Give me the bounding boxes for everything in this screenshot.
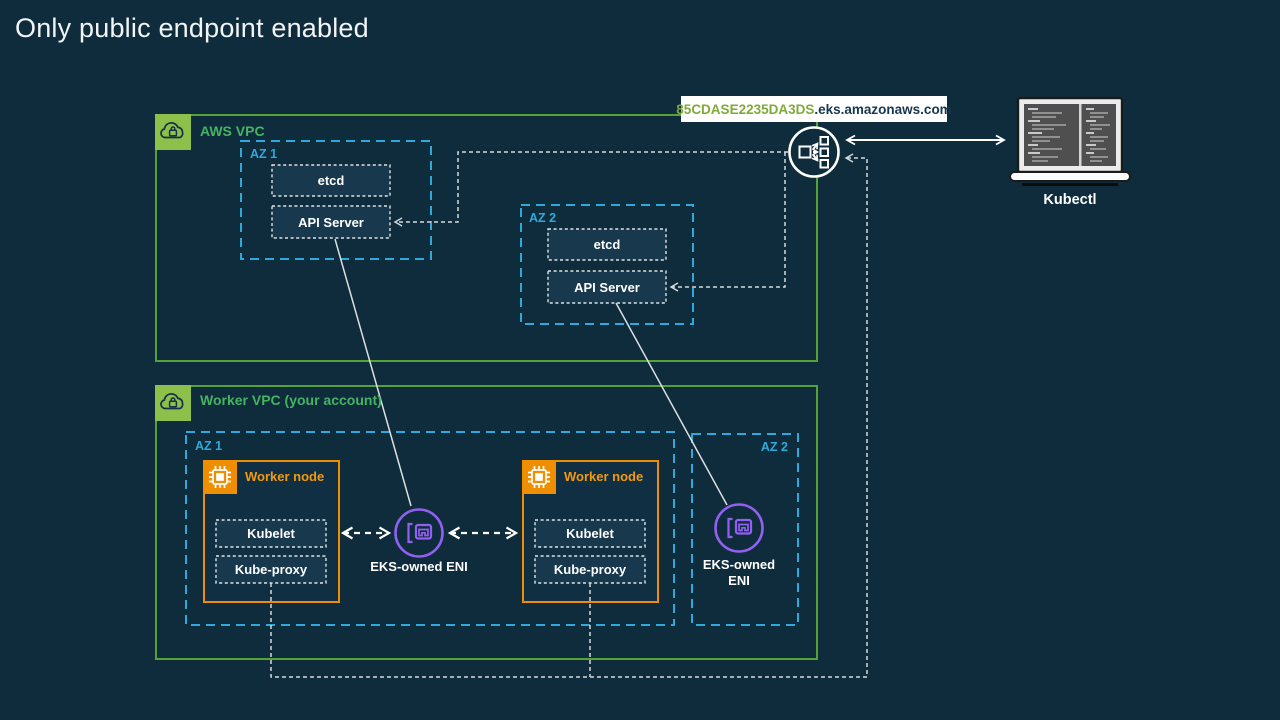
api-server-label: API Server: [298, 214, 364, 230]
control-az1-label: AZ 1: [250, 147, 278, 161]
cloud-lock-glyph: [160, 122, 184, 139]
chip-glyph: [528, 466, 550, 488]
etcd-label: etcd: [593, 237, 621, 252]
etcd-label: etcd: [317, 173, 345, 188]
vpc-cloud-lock-icon: [155, 114, 191, 150]
control-az2-label: AZ 2: [529, 211, 557, 225]
eks-owned-eni-icon: [714, 503, 764, 553]
eks-owned-eni-label: EKS-owned ENI: [702, 557, 776, 588]
vpc-cloud-lock-icon: [155, 385, 191, 421]
aws-vpc-label: AWS VPC: [200, 123, 265, 139]
public-endpoint-icon: [788, 126, 840, 178]
ec2-chip-icon: [522, 460, 556, 494]
worker-node-label: Worker node: [245, 469, 325, 484]
eks-owned-eni-icon: [394, 508, 444, 558]
kubelet-label: Kubelet: [247, 526, 295, 541]
laptop-code-lines: [1028, 108, 1110, 162]
worker-az1-label: AZ 1: [195, 439, 223, 453]
kubectl-label: Kubectl: [1043, 192, 1097, 208]
laptop-icon: [1009, 96, 1131, 186]
kubelet-label: Kubelet: [566, 526, 614, 541]
kube-proxy-label: Kube-proxy: [234, 562, 308, 577]
cloud-lock-glyph: [160, 393, 184, 410]
endpoint-url-highlight: 85CDASE2235DA3DS: [676, 101, 815, 117]
ec2-chip-icon: [203, 460, 237, 494]
endpoint-url-badge: 85CDASE2235DA3DS.eks.amazonaws.com: [676, 96, 952, 122]
endpoint-url-suffix: .eks.amazonaws.com: [814, 101, 952, 117]
page-title: Only public endpoint enabled: [15, 13, 369, 43]
api-server-label: API Server: [574, 279, 640, 295]
worker-node-label: Worker node: [564, 469, 644, 484]
kube-proxy-label: Kube-proxy: [553, 562, 627, 577]
eks-owned-eni-label: EKS-owned ENI: [370, 559, 468, 574]
worker-vpc-label: Worker VPC (your account): [200, 392, 382, 408]
worker-az2-label: AZ 2: [760, 440, 788, 454]
chip-glyph: [209, 466, 231, 488]
